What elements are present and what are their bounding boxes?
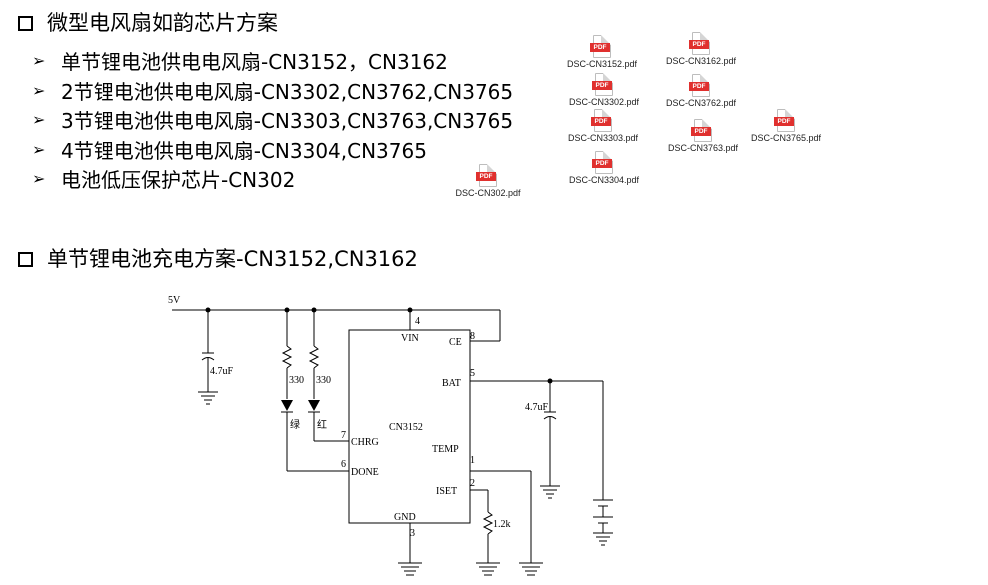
supply-rail: 5V (168, 295, 501, 342)
list-item: ➢ 4节锂电池供电电风扇-CN3304,CN3765 (32, 135, 513, 165)
arrow-bullet-icon: ➢ (32, 51, 46, 71)
list-item-text: 3节锂电池供电电风扇-CN3303,CN3763,CN3765 (61, 109, 514, 134)
pdf-file-cn3302[interactable]: PDF DSC-CN3302.pdf (549, 73, 659, 107)
solution-list: ➢ 单节锂电池供电电风扇-CN3152，CN3162 ➢ 2节锂电池供电电风扇-… (32, 46, 513, 194)
list-item: ➢ 3节锂电池供电电风扇-CN3303,CN3763,CN3765 (32, 105, 513, 135)
ic-name: CN3152 (389, 422, 423, 433)
file-name: DSC-CN302.pdf (455, 188, 521, 198)
list-item-text: 4节锂电池供电电风扇-CN3304,CN3765 (61, 138, 427, 163)
pdf-file-cn3162[interactable]: PDF DSC-CN3162.pdf (646, 32, 756, 66)
r2-label: 330 (316, 375, 331, 386)
pdf-icon: PDF (590, 35, 611, 58)
ground-icon (198, 391, 218, 405)
file-name: DSC-CN3763.pdf (667, 143, 739, 153)
pdf-icon: PDF (591, 109, 612, 132)
list-item-text: 单节锂电池供电电风扇-CN3152，CN3162 (61, 50, 448, 75)
ground-icon (398, 523, 422, 576)
pdf-file-cn3152[interactable]: PDF DSC-CN3152.pdf (547, 35, 657, 69)
arrow-bullet-icon: ➢ (32, 80, 46, 100)
led-red: 红 (308, 400, 349, 442)
pin-gnd-num: 3 (410, 528, 415, 539)
pin-iset: ISET (436, 486, 457, 497)
section-title-text: 单节锂电池充电方案-CN3152,CN3162 (47, 247, 418, 271)
arrow-bullet-icon: ➢ (32, 139, 46, 159)
battery-icon (593, 381, 613, 546)
ic-cn3152: CN3152 VIN 4 CE 8 BAT 5 CHRG 7 DONE 6 TE… (341, 316, 475, 539)
pdf-icon: PDF (592, 73, 613, 96)
pdf-icon: PDF (476, 164, 497, 187)
pin-bat-num: 5 (470, 368, 475, 379)
section-title-charger: 单节锂电池充电方案-CN3152,CN3162 (18, 246, 418, 272)
section-title-fan-solutions: 微型电风扇如韵芯片方案 (18, 10, 278, 36)
arrow-bullet-icon: ➢ (32, 169, 46, 189)
pin-vin-num: 4 (415, 316, 420, 327)
pdf-file-cn3762[interactable]: PDF DSC-CN3762.pdf (646, 74, 756, 108)
pin-ce: CE (449, 337, 462, 348)
pin-vin: VIN (401, 333, 419, 344)
supply-label: 5V (168, 295, 181, 306)
pin-iset-num: 2 (470, 478, 475, 489)
pdf-icon: PDF (592, 151, 613, 174)
pin-gnd: GND (394, 512, 416, 523)
pdf-icon: PDF (774, 109, 795, 132)
list-item: ➢ 单节锂电池供电电风扇-CN3152，CN3162 (32, 46, 513, 76)
pin-chrg-num: 7 (341, 430, 346, 441)
file-name: DSC-CN3762.pdf (665, 98, 737, 108)
square-bullet-icon (18, 15, 33, 31)
square-bullet-icon (18, 251, 33, 267)
list-item: ➢ 2节锂电池供电电风扇-CN3302,CN3762,CN3765 (32, 76, 513, 106)
pin-temp: TEMP (432, 444, 459, 455)
resistor-iset: 1.2k (470, 489, 511, 576)
pin-done-num: 6 (341, 459, 346, 470)
file-name: DSC-CN3304.pdf (568, 175, 640, 185)
pdf-file-cn3304[interactable]: PDF DSC-CN3304.pdf (549, 151, 659, 185)
list-item-text: 2节锂电池供电电风扇-CN3302,CN3762,CN3765 (61, 79, 514, 104)
r-iset-label: 1.2k (493, 519, 511, 530)
resistor-r1: 330 (281, 310, 304, 399)
pin-chrg: CHRG (351, 437, 379, 448)
ground-icon (540, 485, 560, 499)
bat-output: 4.7uF (470, 378, 603, 486)
pin-ce-num: 8 (470, 331, 475, 342)
pdf-icon: PDF (689, 74, 710, 97)
arrow-bullet-icon: ➢ (32, 110, 46, 130)
r1-label: 330 (289, 375, 304, 386)
resistor-r2: 330 (308, 310, 331, 399)
led-green-label: 绿 (290, 418, 300, 431)
list-item-text: 电池低压保护芯片-CN302 (61, 168, 296, 193)
pdf-file-cn3763[interactable]: PDF DSC-CN3763.pdf (648, 119, 758, 153)
pdf-file-cn3303[interactable]: PDF DSC-CN3303.pdf (548, 109, 658, 143)
list-item: ➢ 电池低压保护芯片-CN302 (32, 164, 513, 194)
pdf-icon: PDF (691, 119, 712, 142)
cap-in-label: 4.7uF (210, 366, 234, 377)
pin-temp-num: 1 (470, 455, 475, 466)
file-name: DSC-CN3765.pdf (750, 133, 822, 143)
pin-bat: BAT (442, 378, 461, 389)
pdf-file-cn302[interactable]: PDF DSC-CN302.pdf (433, 164, 543, 198)
section-title-text: 微型电风扇如韵芯片方案 (47, 11, 278, 35)
led-red-label: 红 (317, 418, 327, 431)
file-name: DSC-CN3303.pdf (567, 133, 639, 143)
pdf-file-cn3765[interactable]: PDF DSC-CN3765.pdf (731, 109, 841, 143)
input-capacitor: 4.7uF (201, 310, 234, 392)
pin-done: DONE (351, 467, 379, 478)
file-name: DSC-CN3302.pdf (568, 97, 640, 107)
temp-ground (470, 470, 543, 576)
file-name: DSC-CN3152.pdf (566, 59, 638, 69)
pdf-icon: PDF (689, 32, 710, 55)
cap-out-label: 4.7uF (525, 402, 549, 413)
file-name: DSC-CN3162.pdf (665, 56, 737, 66)
led-green: 绿 (281, 400, 349, 472)
